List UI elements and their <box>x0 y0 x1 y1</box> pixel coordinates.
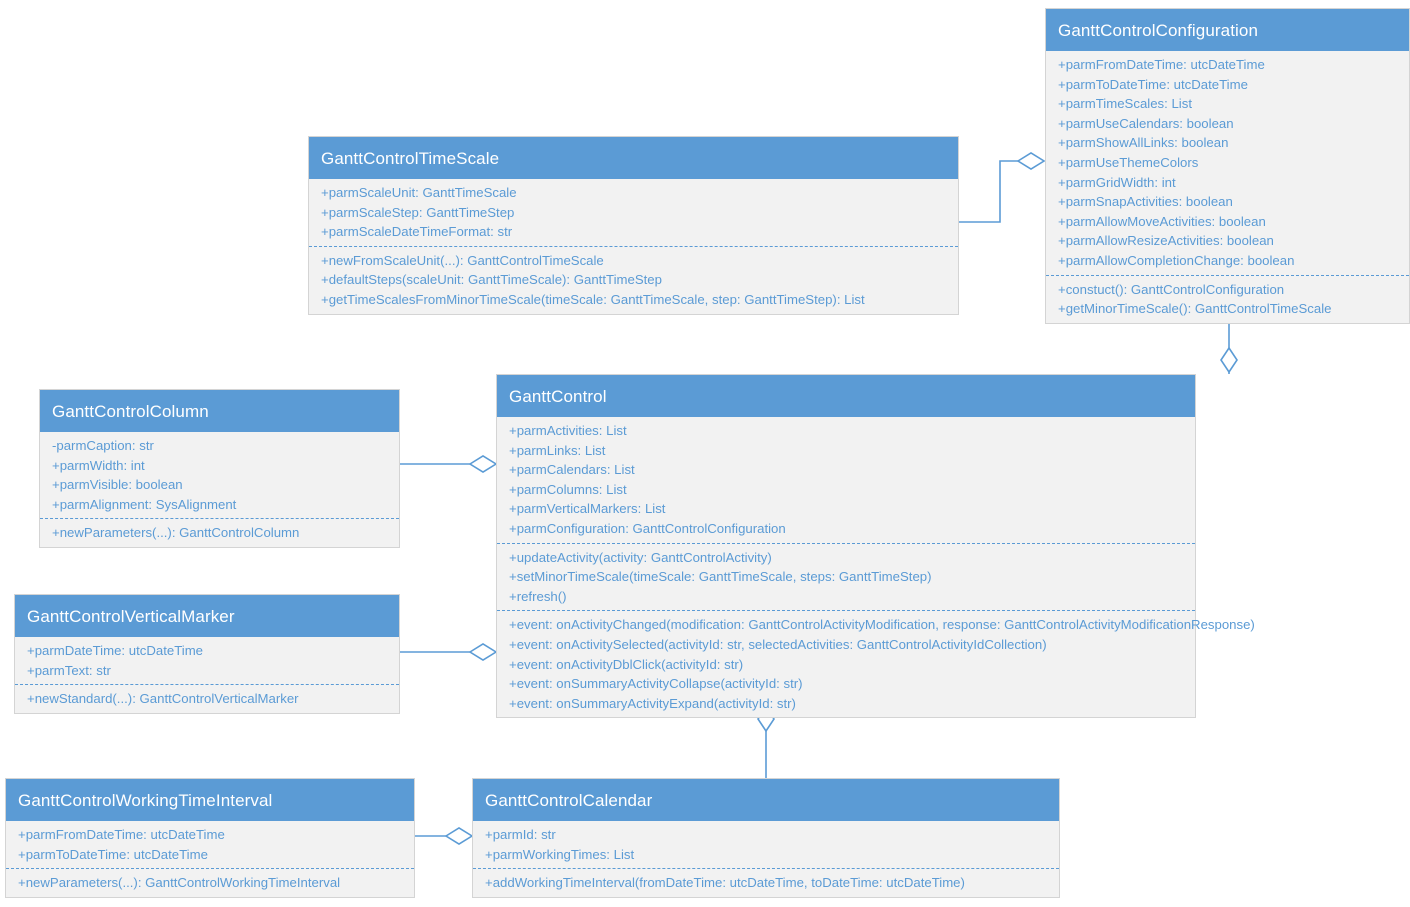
class-attribute: +parmWorkingTimes: List <box>485 846 635 862</box>
class-attribute: +parmAlignment: SysAlignment <box>52 496 237 512</box>
class-attribute: +parmAllowMoveActivities: boolean <box>1058 213 1266 229</box>
class-method: +addWorkingTimeInterval(fromDateTime: ut… <box>485 875 965 891</box>
class-attribute: +parmScaleStep: GanttTimeStep <box>321 204 515 220</box>
class-event: +event: onSummaryActivityCollapse(activi… <box>509 676 803 692</box>
class-attribute: +parmAllowResizeActivities: boolean <box>1058 233 1274 249</box>
class-title-ganttcontrol: GanttControl <box>497 375 1195 417</box>
class-method: +constuct(): GanttControlConfiguration <box>1058 281 1285 297</box>
class-attribute: +parmGridWidth: int <box>1058 174 1176 190</box>
class-box-ganttcontroltimescale[interactable]: GanttControlTimeScale +parmScaleUnit: Ga… <box>308 136 959 315</box>
class-attribute: +parmActivities: List <box>509 423 627 438</box>
class-method: +defaultSteps(scaleUnit: GanttTimeScale)… <box>321 272 662 288</box>
class-attribute: +parmVisible: boolean <box>52 477 183 493</box>
methods-compartment-ganttcontrolconfiguration: +constuct(): GanttControlConfiguration +… <box>1046 274 1409 323</box>
class-attribute: +parmScaleUnit: GanttTimeScale <box>321 185 517 200</box>
class-attribute: +parmDateTime: utcDateTime <box>27 643 204 658</box>
class-method: +updateActivity(activity: GanttControlAc… <box>509 549 772 565</box>
class-event: +event: onActivitySelected(activityId: s… <box>509 636 1047 652</box>
attributes-compartment-ganttcontrolconfiguration: +parmFromDateTime: utcDateTime +parmToDa… <box>1046 51 1409 275</box>
methods-compartment-ganttcontrol: +updateActivity(activity: GanttControlAc… <box>497 542 1195 611</box>
class-box-ganttcontrolworkingtimeinterval[interactable]: GanttControlWorkingTimeInterval +parmFro… <box>5 778 415 898</box>
class-attribute: -parmCaption: str <box>52 438 154 453</box>
class-title-ganttcontroltimescale: GanttControlTimeScale <box>309 137 958 179</box>
class-event: +event: onSummaryActivityExpand(activity… <box>509 695 796 711</box>
methods-compartment-ganttcontrolworkingtimeinterval: +newParameters(...): GanttControlWorking… <box>6 868 414 897</box>
class-attribute: +parmToDateTime: utcDateTime <box>1058 76 1248 92</box>
class-title-ganttcontrolverticalmarker: GanttControlVerticalMarker <box>15 595 399 637</box>
class-attribute: +parmToDateTime: utcDateTime <box>18 846 208 862</box>
relationship-timescale-configuration <box>959 152 1046 223</box>
relationship-workingtimeinterval-calendar <box>415 827 474 845</box>
class-box-ganttcontrolcalendar[interactable]: GanttControlCalendar +parmId: str +parmW… <box>472 778 1060 898</box>
class-attribute: +parmFromDateTime: utcDateTime <box>18 827 225 842</box>
class-attribute: +parmSnapActivities: boolean <box>1058 194 1233 210</box>
class-box-ganttcontrolverticalmarker[interactable]: GanttControlVerticalMarker +parmDateTime… <box>14 594 400 714</box>
class-attribute: +parmLinks: List <box>509 442 606 458</box>
methods-compartment-ganttcontrolverticalmarker: +newStandard(...): GanttControlVerticalM… <box>15 684 399 713</box>
class-method: +newParameters(...): GanttControlWorking… <box>18 875 341 891</box>
class-attribute: +parmFromDateTime: utcDateTime <box>1058 57 1265 72</box>
class-method: +newFromScaleUnit(...): GanttControlTime… <box>321 252 604 268</box>
relationship-verticalmarker-ganttcontrol <box>400 643 498 661</box>
class-method: +refresh() <box>509 588 567 604</box>
methods-compartment-ganttcontroltimescale: +newFromScaleUnit(...): GanttControlTime… <box>309 245 958 314</box>
class-method: +newParameters(...): GanttControlColumn <box>52 525 300 541</box>
class-box-ganttcontrolcolumn[interactable]: GanttControlColumn -parmCaption: str +pa… <box>39 389 400 548</box>
class-box-ganttcontrolconfiguration[interactable]: GanttControlConfiguration +parmFromDateT… <box>1045 8 1410 324</box>
relationship-column-ganttcontrol <box>400 455 498 473</box>
attributes-compartment-ganttcontrol: +parmActivities: List +parmLinks: List +… <box>497 417 1195 543</box>
class-title-ganttcontrolcolumn: GanttControlColumn <box>40 390 399 432</box>
class-attribute: +parmTimeScales: List <box>1058 96 1192 112</box>
attributes-compartment-ganttcontrolcalendar: +parmId: str +parmWorkingTimes: List <box>473 821 1059 869</box>
class-attribute: +parmWidth: int <box>52 457 145 473</box>
class-attribute: +parmText: str <box>27 662 111 678</box>
class-method: +getMinorTimeScale(): GanttControlTimeSc… <box>1058 301 1332 317</box>
class-attribute: +parmConfiguration: GanttControlConfigur… <box>509 520 786 536</box>
class-attribute: +parmVerticalMarkers: List <box>509 501 666 517</box>
class-box-ganttcontrol[interactable]: GanttControl +parmActivities: List +parm… <box>496 374 1255 719</box>
attributes-compartment-ganttcontroltimescale: +parmScaleUnit: GanttTimeScale +parmScal… <box>309 179 958 246</box>
class-attribute: +parmScaleDateTimeFormat: str <box>321 224 513 240</box>
class-title-ganttcontrolconfiguration: GanttControlConfiguration <box>1046 9 1409 51</box>
class-attribute: +parmUseCalendars: boolean <box>1058 115 1234 131</box>
class-method: +getTimeScalesFromMinorTimeScale(timeSca… <box>321 291 865 307</box>
class-attribute: +parmAllowCompletionChange: boolean <box>1058 252 1295 268</box>
attributes-compartment-ganttcontrolcolumn: -parmCaption: str +parmWidth: int +parmV… <box>40 432 399 519</box>
class-attribute: +parmColumns: List <box>509 481 627 497</box>
methods-compartment-ganttcontrolcolumn: +newParameters(...): GanttControlColumn <box>40 518 399 547</box>
class-title-ganttcontrolworkingtimeinterval: GanttControlWorkingTimeInterval <box>6 779 414 821</box>
class-attribute: +parmCalendars: List <box>509 462 635 478</box>
class-event: +event: onActivityDblClick(activityId: s… <box>509 656 744 672</box>
class-method: +setMinorTimeScale(timeScale: GanttTimeS… <box>509 569 932 585</box>
events-compartment-ganttcontrol: +event: onActivityChanged(modification: … <box>497 610 1255 718</box>
class-event: +event: onActivityChanged(modification: … <box>509 617 1255 633</box>
attributes-compartment-ganttcontrolverticalmarker: +parmDateTime: utcDateTime +parmText: st… <box>15 637 399 685</box>
class-attribute: +parmShowAllLinks: boolean <box>1058 135 1229 151</box>
class-attribute: +parmId: str <box>485 827 556 842</box>
class-attribute: +parmUseThemeColors <box>1058 154 1199 170</box>
attributes-compartment-ganttcontrolworkingtimeinterval: +parmFromDateTime: utcDateTime +parmToDa… <box>6 821 414 869</box>
class-title-ganttcontrolcalendar: GanttControlCalendar <box>473 779 1059 821</box>
methods-compartment-ganttcontrolcalendar: +addWorkingTimeInterval(fromDateTime: ut… <box>473 868 1059 897</box>
class-method: +newStandard(...): GanttControlVerticalM… <box>27 691 299 707</box>
